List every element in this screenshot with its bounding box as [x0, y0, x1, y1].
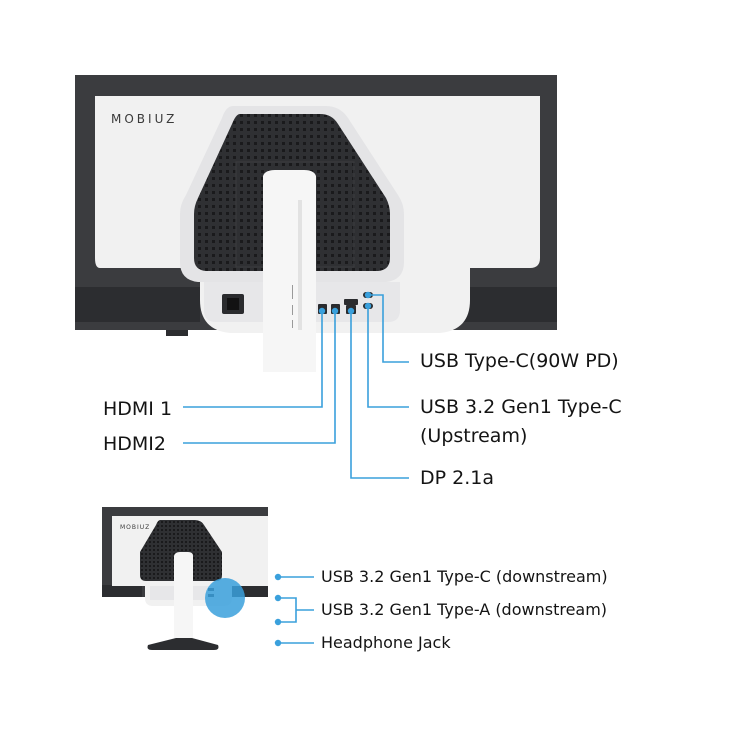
monitor-side-bar-left	[75, 287, 200, 322]
label-usb-a-downstream: USB 3.2 Gen1 Type-A (downstream)	[321, 600, 608, 619]
usb-a-port	[344, 299, 358, 305]
label-usb-c-downstream: USB 3.2 Gen1 Type-C (downstream)	[321, 567, 608, 586]
monitor-stand	[263, 170, 316, 372]
label-usb-c-pd: USB Type-C(90W PD)	[420, 350, 619, 372]
label-dp: DP 2.1a	[420, 467, 494, 489]
label-hdmi1: HDMI 1	[103, 398, 173, 420]
inset-markers	[274, 573, 282, 647]
inset-brand-logo: MOBIUZ	[120, 524, 151, 531]
inset-monitor	[102, 507, 268, 650]
brand-logo: MOBIUZ	[111, 112, 178, 126]
label-headphone-jack: Headphone Jack	[321, 633, 451, 652]
label-usb-upstream-line2: (Upstream)	[420, 425, 528, 447]
leader-lines-inset	[278, 576, 314, 644]
label-usb-upstream-line1: USB 3.2 Gen1 Type-C	[420, 396, 622, 418]
label-hdmi2: HDMI2	[103, 433, 167, 455]
leader-lines-main	[183, 294, 409, 479]
